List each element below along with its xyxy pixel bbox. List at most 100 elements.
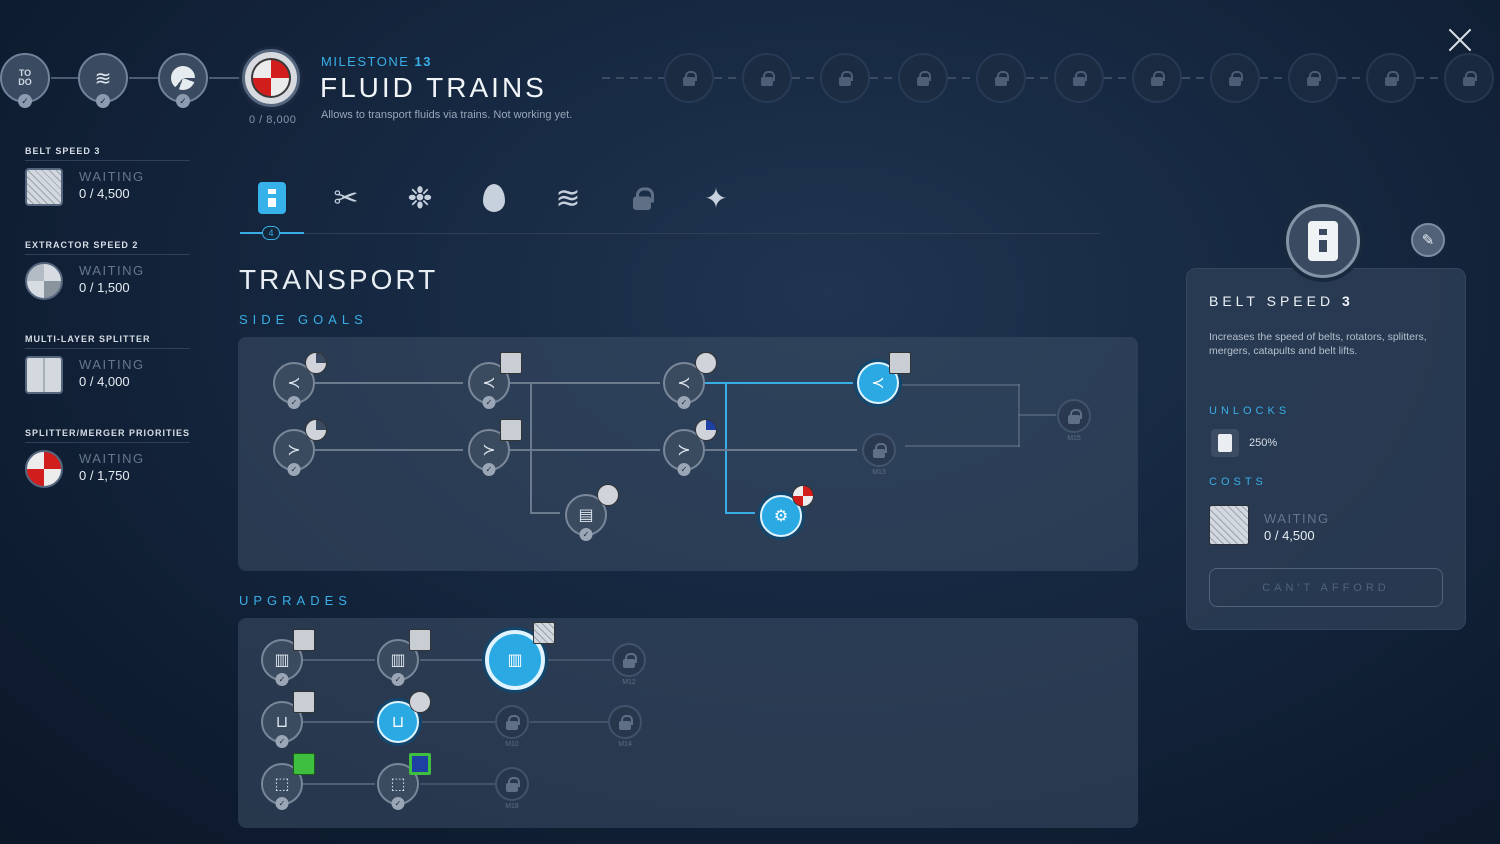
cost-count: 0 / 4,500 [1264,528,1315,543]
belt-icon: ▥ [274,652,290,669]
tree-line [510,449,660,451]
check-icon: ✓ [391,673,405,686]
tab-transport[interactable] [252,178,292,218]
check-icon: ✓ [18,94,32,108]
unlock-value: 250% [1249,437,1278,449]
side-goal-splitter-3[interactable]: ≻✓ [663,419,717,476]
cant-afford-button[interactable]: CAN'T AFFORD [1209,568,1443,607]
merger-icon: ≺ [677,375,691,392]
cost-state: WAITING [1264,511,1330,526]
tab-fluids[interactable] [474,178,514,218]
milestone-connector [1104,77,1132,79]
milestone-ref: M12 [622,679,636,686]
milestone-connector [602,77,664,79]
milestone-connector [1416,77,1444,79]
milestone-connector [792,77,820,79]
side-goal-storage[interactable]: ▤✓ [565,484,619,541]
shape-icon [889,352,911,374]
milestone-label-text: MILESTONE [321,54,410,69]
upgrade-extractor-1[interactable]: ⊔✓ [261,691,315,748]
pin-button[interactable]: ✎ [1411,223,1445,257]
upgrades-heading: UPGRADES [239,593,352,608]
milestone-ref: M15 [1067,435,1081,442]
current-milestone-icon[interactable] [242,49,300,107]
upgrade-extractor-2[interactable]: ⊔ [377,691,431,743]
goal-multi-layer-splitter[interactable]: MULTI-LAYER SPLITTER WAITING 0 / 4,000 [25,334,190,404]
milestone-node-trains[interactable]: ≋ ✓ [78,53,128,108]
milestone-description: Allows to transport fluids via trains. N… [321,109,573,121]
milestone-node-cutter[interactable]: ✓ [158,53,208,108]
processor-icon: ⬚ [390,776,406,793]
shape-icon [695,352,717,374]
side-goal-splitter-1[interactable]: ≻✓ [273,419,327,476]
shape-icon [25,262,63,300]
milestone-connector [1260,77,1288,79]
check-icon: ✓ [287,463,301,476]
lock-icon [1228,71,1243,86]
check-icon: ✓ [176,94,190,108]
processor-icon: ⬚ [274,776,290,793]
goal-extractor-speed[interactable]: EXTRACTOR SPEED 2 WAITING 0 / 1,500 [25,240,190,310]
goal-count: 0 / 4,000 [79,374,130,389]
goal-splitter-merger-priorities[interactable]: SPLITTER/MERGER PRIORITIES WAITING 0 / 1… [25,428,190,498]
shape-icon [533,622,555,644]
shape-icon [305,419,327,441]
tab-divider [240,233,1100,234]
cutter-icon [171,66,195,90]
milestone-title: FLUID TRAINS [320,72,547,103]
upgrade-processing-2[interactable]: ⬚✓ [377,753,431,810]
splitter-icon: ≻ [287,442,301,459]
belt-icon [1308,221,1338,261]
milestone-node-locked [820,53,870,103]
tab-trains[interactable]: ≋ [548,178,588,218]
merger-icon: ≺ [871,375,885,392]
side-goal-splitter-2[interactable]: ≻✓ [468,419,522,476]
splitter-icon: ≻ [482,442,496,459]
lock-icon [682,71,697,86]
check-icon: ✓ [482,396,496,409]
lock-icon [994,71,1009,86]
costs-heading: COSTS [1209,476,1267,488]
goal-title: MULTI-LAYER SPLITTER [25,334,190,349]
side-goal-merger-3[interactable]: ≺✓ [663,352,717,409]
check-icon: ✓ [275,735,289,748]
shape-icon [409,753,431,775]
storage-icon: ▤ [578,507,594,524]
check-icon: ✓ [579,528,593,541]
lock-icon [1150,71,1165,86]
check-icon: ✓ [677,463,691,476]
tree-line [510,382,660,384]
lock-icon [505,777,520,792]
merger-icon: ≺ [482,375,496,392]
sparkle-icon: ✦ [704,182,728,214]
milestone-ref: M13 [872,469,886,476]
side-goal-merger-2[interactable]: ≺✓ [468,352,522,409]
check-icon: ✓ [275,673,289,686]
goal-belt-speed[interactable]: BELT SPEED 3 WAITING 0 / 4,500 [25,146,190,216]
tree-line [548,659,611,661]
tree-line [315,382,463,384]
shape-icon [597,484,619,506]
side-goal-merger-1[interactable]: ≺✓ [273,352,327,409]
tab-cutting[interactable]: ✂ [326,178,366,218]
tab-processing[interactable]: ❉ [400,178,440,218]
upgrade-processing-1[interactable]: ⬚✓ [261,753,315,810]
tree-line [420,783,495,785]
tree-line [315,449,463,451]
tab-special[interactable]: ✦ [696,178,736,218]
milestone-node-locked [1132,53,1182,103]
upgrade-belt-speed-2[interactable]: ▥✓ [377,629,431,686]
lock-icon [838,71,853,86]
side-goal-multi-layer-splitter[interactable]: ≺ [857,352,911,404]
close-button[interactable] [1444,24,1476,56]
side-goal-priorities[interactable]: ⚙ [760,485,814,537]
belt-icon [258,182,286,214]
upgrade-belt-speed-1[interactable]: ▥✓ [261,629,315,686]
upgrade-belt-speed-3[interactable]: ▥ [485,622,555,690]
shape-icon [293,629,315,651]
belt-icon [1211,429,1239,457]
milestone-node-locked [1444,53,1494,103]
check-icon: ✓ [482,463,496,476]
